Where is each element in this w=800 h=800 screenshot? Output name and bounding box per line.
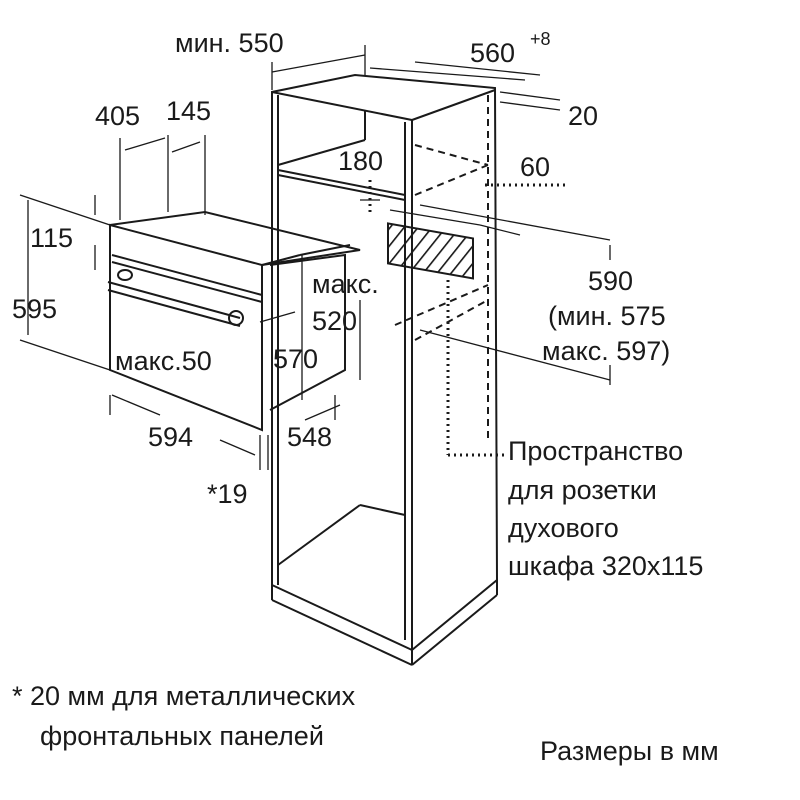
dim-20: 20	[568, 101, 598, 131]
dim-590: 590	[588, 266, 633, 296]
socket-note-line-1: Пространство	[508, 436, 683, 466]
dim-115: 115	[30, 223, 73, 253]
footnote-line-1: * 20 мм для металлических	[12, 681, 356, 711]
dim-max-50: макс.50	[115, 346, 212, 376]
cabinet-drawing	[271, 73, 565, 666]
dim-min-575: (мин. 575	[548, 301, 666, 331]
units-note: Размеры в мм	[540, 736, 719, 766]
footnote-line-2: фронтальных панелей	[40, 721, 324, 751]
dim-145: 145	[166, 96, 211, 126]
dim-560: 560	[470, 38, 515, 68]
dim-548: 548	[287, 422, 332, 452]
dim-star-19: *19	[207, 479, 248, 509]
dimension-lines	[19, 45, 611, 470]
dim-520: 520	[312, 306, 357, 336]
socket-note-line-4: шкафа 320x115	[508, 551, 703, 581]
dim-594: 594	[148, 422, 193, 452]
dim-min-550: мин. 550	[175, 28, 284, 58]
socket-note-line-3: духового	[508, 513, 619, 543]
dim-570: 570	[273, 344, 318, 374]
dim-405: 405	[95, 101, 140, 131]
dim-560-tolerance: +8	[530, 29, 551, 49]
socket-note-line-2: для розетки	[508, 475, 657, 505]
dim-595: 595	[12, 294, 57, 324]
dim-max-597: макс. 597)	[542, 336, 670, 366]
oven-drawing	[107, 210, 361, 432]
dim-180: 180	[338, 146, 383, 176]
dim-60: 60	[520, 152, 550, 182]
dim-max-label: макс.	[312, 269, 379, 299]
